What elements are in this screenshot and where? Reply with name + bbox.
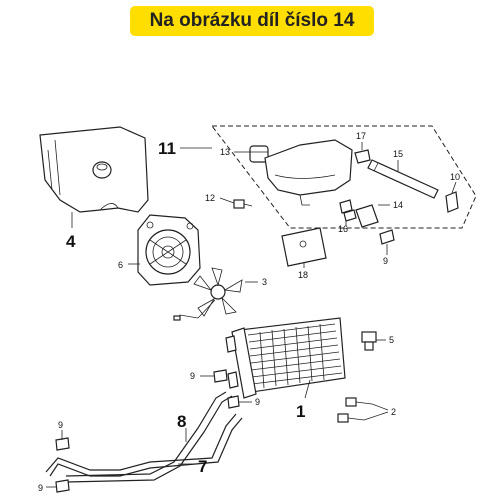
part-7-pipe-lower <box>45 413 243 477</box>
callout-2: 2 <box>391 407 396 417</box>
leader-10 <box>451 181 457 194</box>
callout-9-left: 9 <box>190 371 195 381</box>
callout-3: 3 <box>262 277 267 287</box>
callout-7: 7 <box>198 457 207 476</box>
callout-15: 15 <box>393 149 403 159</box>
part-12-bolt <box>233 199 253 209</box>
callout-6: 6 <box>118 260 123 270</box>
part-17-clip <box>354 149 371 164</box>
group-11-boundary <box>210 125 477 229</box>
part-14-hose-piece <box>355 204 379 228</box>
callout-13: 13 <box>220 147 230 157</box>
part-2-screws <box>337 397 373 423</box>
part-9-clip-center <box>227 395 240 409</box>
part-1-radiator <box>225 317 346 399</box>
part-10-clamp <box>445 191 459 213</box>
callout-1: 1 <box>296 402 305 421</box>
callout-4: 4 <box>66 232 76 251</box>
callout-12: 12 <box>205 193 215 203</box>
leader-2b <box>363 411 389 421</box>
callout-9-bottom: 9 <box>38 483 43 493</box>
callout-9-center: 9 <box>255 397 260 407</box>
part-3-fan-motor <box>173 267 243 321</box>
part-9-clip-upper <box>379 229 395 245</box>
callout-5: 5 <box>389 335 394 345</box>
callout-17: 17 <box>356 131 366 141</box>
leader-2a <box>371 403 389 411</box>
callout-14: 14 <box>393 200 403 210</box>
part-9-clip-left <box>213 369 228 383</box>
callout-9-upper: 9 <box>383 256 388 266</box>
callout-10: 10 <box>450 172 460 182</box>
leader-1 <box>304 379 311 399</box>
leader-12 <box>219 197 235 204</box>
callout-16: 16 <box>338 224 348 234</box>
part-6-fan-frame <box>137 214 201 286</box>
part-9-clip-bottom <box>55 479 70 493</box>
part-15-hose <box>367 159 439 199</box>
part-4-radiator-cover <box>39 126 149 213</box>
callout-11: 11 <box>158 139 176 158</box>
part-18-rubber-pad <box>281 227 327 267</box>
callout-18: 18 <box>298 270 308 280</box>
expansion-tank <box>264 139 353 206</box>
part-13-cap <box>249 145 269 163</box>
part-number-banner: Na obrázku díl číslo 14 <box>130 6 374 36</box>
banner-text: Na obrázku díl číslo 14 <box>149 10 355 31</box>
part-16-clips <box>339 199 357 222</box>
callout-8: 8 <box>177 412 186 431</box>
callout-9-lower: 9 <box>58 420 63 430</box>
part-8-pipe-upper <box>65 391 233 483</box>
part-9-clip-lower <box>55 437 70 451</box>
part-5-temperature-sensor <box>361 331 377 351</box>
